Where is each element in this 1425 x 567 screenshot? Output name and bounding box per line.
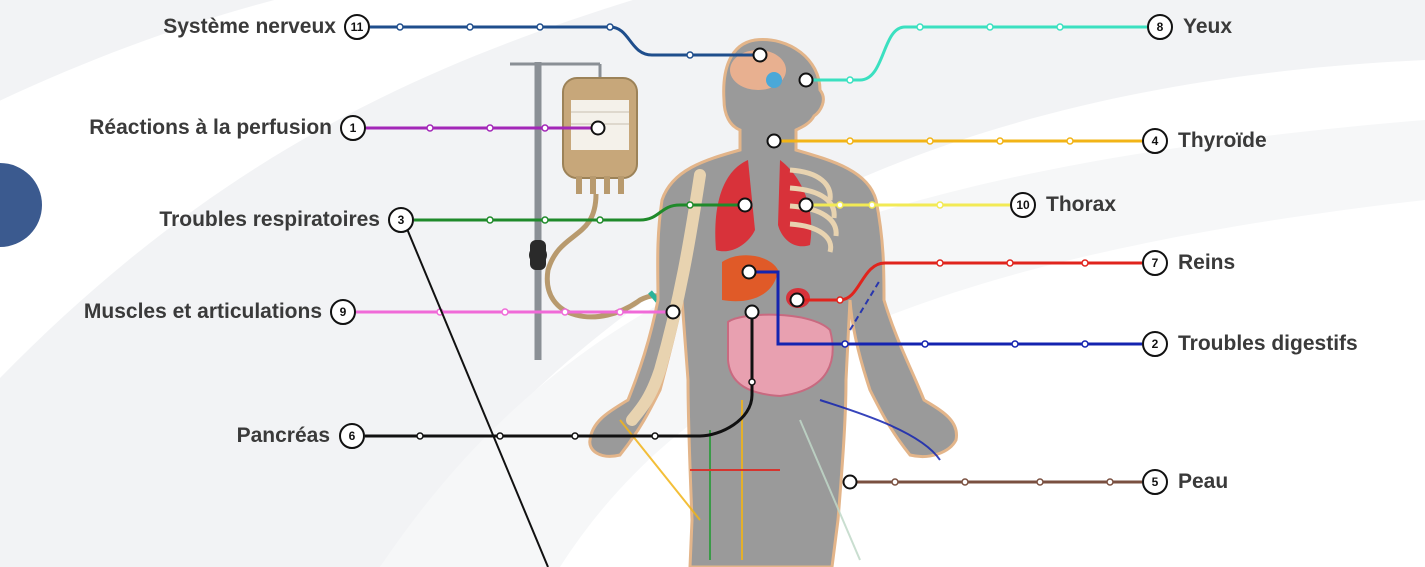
route-stop — [687, 202, 693, 208]
route-stop — [1037, 479, 1043, 485]
label-thyroide: Thyroïde — [1178, 129, 1267, 153]
number-badge-muscles: 9 — [330, 299, 356, 325]
organ-terminal-digestifs — [743, 266, 756, 279]
route-stop — [987, 24, 993, 30]
route-stop — [847, 138, 853, 144]
number-badge-thyroide: 4 — [1142, 128, 1168, 154]
route-stop — [542, 217, 548, 223]
route-stop — [537, 24, 543, 30]
label-digestifs: Troubles digestifs — [1178, 332, 1358, 356]
organ-terminal-yeux — [800, 74, 813, 87]
number-badge-respiratoires: 3 — [388, 207, 414, 233]
number-badge-perfusion: 1 — [340, 115, 366, 141]
route-stop — [1107, 479, 1113, 485]
route-stop — [927, 138, 933, 144]
route-stop — [892, 479, 898, 485]
route-stop — [487, 217, 493, 223]
label-thorax: Thorax — [1046, 193, 1116, 217]
organ-terminal-peau — [844, 476, 857, 489]
organ-terminal-thorax — [800, 199, 813, 212]
organ-terminal-respiratoires — [739, 199, 752, 212]
route-stop — [1012, 341, 1018, 347]
route-stop — [937, 202, 943, 208]
label-muscles: Muscles et articulations — [84, 300, 322, 324]
route-stop — [842, 341, 848, 347]
label-reins: Reins — [1178, 251, 1235, 275]
label-nerveux: Système nerveux — [163, 15, 336, 39]
label-respiratoires: Troubles respiratoires — [159, 208, 380, 232]
route-stop — [1007, 260, 1013, 266]
route-stop — [1082, 341, 1088, 347]
route-stop — [487, 125, 493, 131]
number-badge-peau: 5 — [1142, 469, 1168, 495]
route-stop — [1057, 24, 1063, 30]
organ-terminal-perfusion — [592, 122, 605, 135]
route-stop — [922, 341, 928, 347]
route-stop — [617, 309, 623, 315]
route-stop — [869, 202, 875, 208]
label-pancreas: Pancréas — [237, 424, 330, 448]
number-badge-pancreas: 6 — [339, 423, 365, 449]
number-badge-yeux: 8 — [1147, 14, 1173, 40]
route-stop — [572, 433, 578, 439]
route-stop — [917, 24, 923, 30]
route-stop — [502, 309, 508, 315]
organ-terminal-muscles — [667, 306, 680, 319]
route-stop — [837, 297, 843, 303]
label-peau: Peau — [1178, 470, 1228, 494]
route-stop — [687, 52, 693, 58]
route-stop — [997, 138, 1003, 144]
route-stop — [427, 125, 433, 131]
route-peau — [844, 476, 1143, 489]
route-stop — [542, 125, 548, 131]
route-stop — [749, 379, 755, 385]
route-stop — [607, 24, 613, 30]
route-stop — [597, 217, 603, 223]
route-stop — [962, 479, 968, 485]
route-stop — [562, 309, 568, 315]
route-stop — [937, 260, 943, 266]
route-stop — [1067, 138, 1073, 144]
organ-terminal-nerveux — [754, 49, 767, 62]
route-stop — [497, 433, 503, 439]
route-stop — [847, 77, 853, 83]
label-yeux: Yeux — [1183, 15, 1232, 39]
number-badge-digestifs: 2 — [1142, 331, 1168, 357]
route-stop — [837, 202, 843, 208]
number-badge-nerveux: 11 — [344, 14, 370, 40]
organ-terminal-pancreas — [746, 306, 759, 319]
organ-terminal-thyroide — [768, 135, 781, 148]
route-stop — [397, 24, 403, 30]
intestines — [728, 315, 833, 396]
organ-terminal-reins — [791, 294, 804, 307]
number-badge-reins: 7 — [1142, 250, 1168, 276]
route-stop — [417, 433, 423, 439]
route-stop — [652, 433, 658, 439]
side-tab — [0, 163, 42, 247]
route-stop — [467, 24, 473, 30]
label-perfusion: Réactions à la perfusion — [89, 116, 332, 140]
route-stop — [1082, 260, 1088, 266]
number-badge-thorax: 10 — [1010, 192, 1036, 218]
